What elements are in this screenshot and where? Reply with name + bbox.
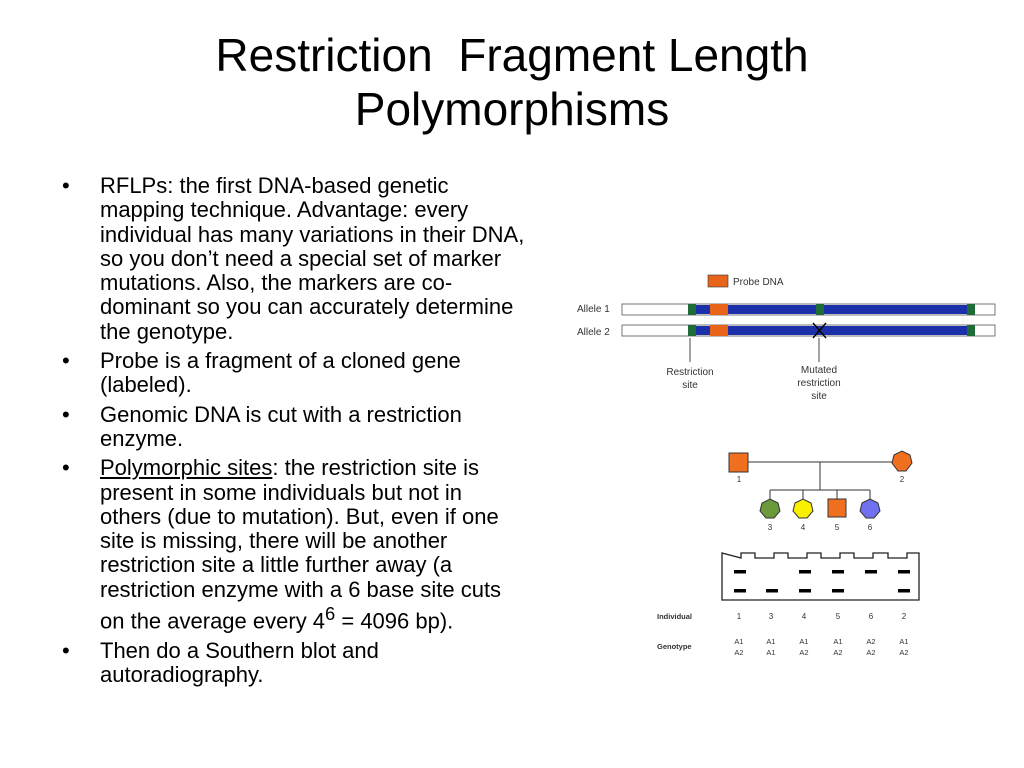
allele2-distal-site: [967, 325, 975, 336]
genotype-row-label: Genotype: [657, 642, 692, 651]
genotype-bottom: A1: [766, 648, 775, 657]
pedigree: 1 2 3 4 5 6: [728, 450, 913, 532]
lane-individual: 1: [737, 612, 742, 621]
gel-band-upper: [832, 570, 844, 574]
bullet-term: Polymorphic sites: [100, 455, 273, 481]
genotype-bottom: A2: [799, 648, 808, 657]
gel-band-upper: [898, 570, 910, 574]
parent1-number: 1: [737, 475, 742, 484]
gel-band-lower: [799, 589, 811, 593]
restriction-site-label: Restriction: [666, 367, 713, 378]
genotype-top: A1: [734, 637, 743, 646]
child-female-yellow: [792, 498, 814, 519]
gel-band-lower: [766, 589, 778, 593]
parent1-male-square: [728, 452, 749, 473]
child-male-orange: [827, 498, 847, 518]
gel-band-lower: [898, 589, 910, 593]
allele2-label: Allele 2: [577, 327, 610, 338]
genotype-bottom: A2: [899, 648, 908, 657]
gel-band-upper: [865, 570, 877, 574]
bullet-marker: •: [62, 637, 70, 663]
child-female-blue: [859, 498, 881, 519]
bullet-item: • Then do a Southern blot and autoradiog…: [58, 637, 528, 688]
gel-outline: [721, 552, 920, 601]
lane-individual: 4: [802, 612, 807, 621]
bullet-marker: •: [62, 455, 70, 481]
bullet-text: Probe is a fragment of a cloned gene (la…: [100, 348, 461, 398]
lane-individual: 3: [769, 612, 774, 621]
bullet-marker: •: [62, 401, 70, 427]
genotype-top: A1: [899, 637, 908, 646]
gel-band-upper: [799, 570, 811, 574]
gel-band-upper: [734, 570, 746, 574]
genotype-bottom: A2: [866, 648, 875, 657]
allele-diagram: Probe DNA Allele 1 Allele 2 Restriction …: [577, 274, 996, 402]
child-number: 6: [868, 523, 873, 532]
individual-row-label: Individual: [657, 612, 692, 621]
genotype-top: A2: [866, 637, 875, 646]
bullet-text: : the restriction site is present in som…: [100, 455, 502, 634]
mutated-site-label-2: restriction: [797, 378, 840, 389]
genotype-bottom: A2: [734, 648, 743, 657]
bullet-text: Genomic DNA is cut with a restriction en…: [100, 401, 462, 451]
parent2-female-circle: [891, 450, 913, 472]
bullet-text-end: = 4096 bp).: [335, 608, 454, 634]
title-line-2: Polymorphisms: [354, 83, 670, 135]
allele1-probe: [710, 304, 728, 315]
allele2-fragment: [690, 326, 974, 335]
lane-individual: 2: [902, 612, 907, 621]
child-number: 4: [801, 523, 806, 532]
bullet-text: Then do a Southern blot and autoradiogra…: [100, 637, 379, 687]
bullet-item: • Genomic DNA is cut with a restriction …: [58, 401, 528, 452]
gel-band-lower: [832, 589, 844, 593]
lane-individual: 5: [836, 612, 841, 621]
bullet-item: • Polymorphic sites: the restriction sit…: [58, 455, 528, 634]
allele2-probe: [710, 325, 728, 336]
mutated-site-label: Mutated: [801, 365, 837, 376]
genotype-bottom: A2: [833, 648, 842, 657]
title-line-1: Restriction Fragment Length: [215, 29, 809, 81]
gel-band-lower: [734, 589, 746, 593]
allele2-restriction-site: [688, 325, 696, 336]
mutated-site-label-3: site: [811, 391, 827, 402]
genotype-top: A1: [833, 637, 842, 646]
allele1-distal-site: [967, 304, 975, 315]
allele1-fragment: [690, 305, 974, 314]
bullet-item: • RFLPs: the first DNA-based genetic map…: [58, 173, 528, 344]
probe-legend-swatch: [707, 274, 729, 288]
allele1-polymorphic-site: [816, 304, 824, 315]
probe-legend-label: Probe DNA: [733, 277, 784, 288]
child-number: 3: [768, 523, 773, 532]
genotype-top: A1: [766, 637, 775, 646]
mutated-site-x-icon: [812, 322, 827, 339]
gel-bands: [734, 570, 910, 593]
southern-blot-gel: Individual Genotype 1 3 4 5 6 2 A1 A2 A1…: [657, 552, 920, 657]
slide-title: Restriction Fragment Length Polymorphism…: [0, 28, 1024, 136]
bullet-marker: •: [62, 348, 70, 374]
bullet-text: RFLPs: the first DNA-based genetic mappi…: [100, 173, 525, 344]
allele1-label: Allele 1: [577, 304, 610, 315]
bullet-item: • Probe is a fragment of a cloned gene (…: [58, 348, 528, 398]
child-female-green: [759, 498, 781, 519]
restriction-site-label-2: site: [682, 380, 698, 391]
genotype-top: A1: [799, 637, 808, 646]
exponent: 6: [325, 603, 336, 625]
bullet-list: • RFLPs: the first DNA-based genetic map…: [58, 173, 528, 692]
lane-individual: 6: [869, 612, 874, 621]
child-number: 5: [835, 523, 840, 532]
parent2-number: 2: [900, 475, 905, 484]
allele1-restriction-site: [688, 304, 696, 315]
bullet-marker: •: [62, 173, 70, 198]
